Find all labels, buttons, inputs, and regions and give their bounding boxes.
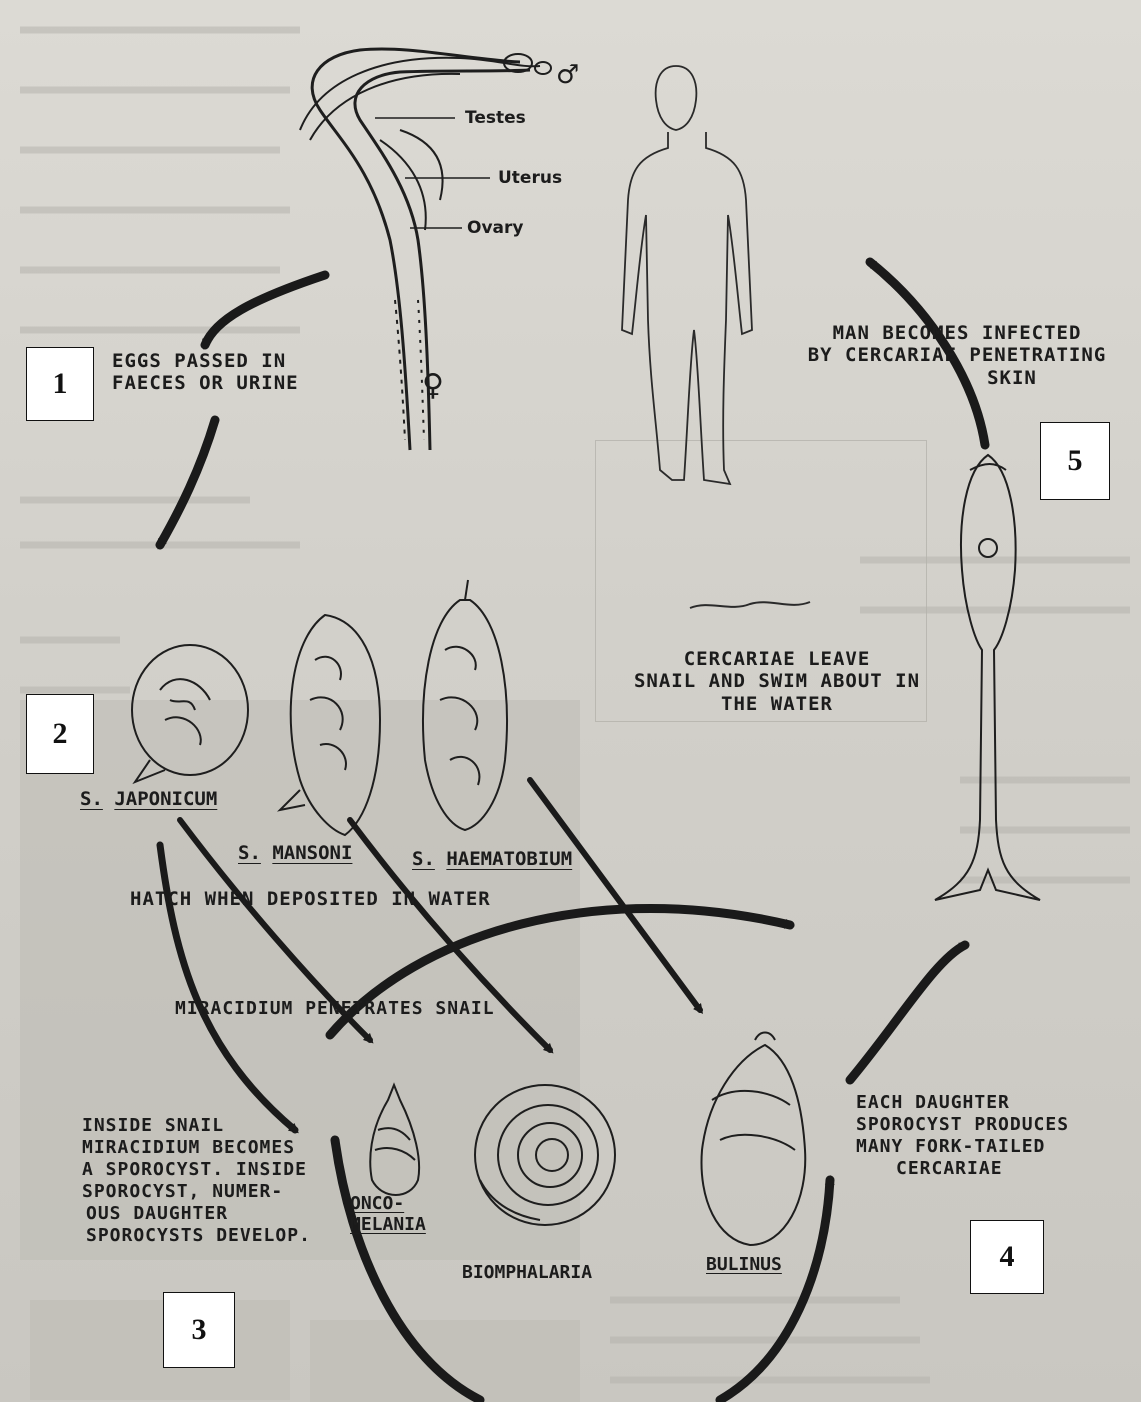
step-inside-snail: INSIDE SNAIL MIRACIDIUM BECOMES A SPOROC… (82, 1115, 311, 1247)
snail-oncomelania (370, 1085, 419, 1195)
human-figure (622, 66, 752, 484)
snail-bulinus (701, 1033, 805, 1246)
step-miracidium: MIRACIDIUM PENETRATES SNAIL (175, 998, 495, 1019)
step-cercariae-leave: CERCARIAE LEAVE SNAIL AND SWIM ABOUT IN … (612, 648, 942, 715)
number-box-1: 1 (26, 347, 94, 421)
number-box-5: 5 (1040, 422, 1110, 500)
species-japonicum: S. JAPONICUM (80, 788, 217, 810)
label-ovary: Ovary (467, 218, 523, 238)
snail-biomphalaria (475, 1085, 615, 1225)
species-haematobium: S. HAEMATOBIUM (412, 848, 572, 870)
number-box-3: 3 (163, 1292, 235, 1368)
arrow-worm-to-eggs (205, 275, 325, 345)
step-man-infected: MAN BECOMES INFECTED BY CERCARIAE PENETR… (792, 322, 1122, 389)
step-daughter-sporocyst: EACH DAUGHTER SPOROCYST PRODUCES MANY FO… (856, 1092, 1069, 1180)
label-uterus: Uterus (498, 168, 562, 188)
water-ripples (690, 602, 810, 608)
egg-japonicum (132, 645, 248, 782)
snail-name-oncomelania: ONCO- MELANIA (350, 1193, 426, 1235)
arrow-bottom-right-curve (720, 1180, 830, 1400)
female-symbol: ♀ (422, 368, 444, 403)
species-mansoni: S. MANSONI (238, 842, 352, 864)
arrow-bulinus-cercaria (850, 945, 965, 1080)
male-symbol: ♂ (556, 60, 579, 90)
snail-name-bulinus: BULINUS (706, 1254, 782, 1275)
arrow-eggs-down (160, 420, 215, 545)
arrow-bottom-left-curve (335, 1140, 480, 1400)
arrow-haematobium-bulinus (530, 780, 700, 1010)
egg-mansoni (280, 615, 380, 835)
egg-haematobium (423, 580, 507, 830)
number-box-4: 4 (970, 1220, 1044, 1294)
number-box-2: 2 (26, 694, 94, 774)
step-eggs-passed: EGGS PASSED IN FAECES OR URINE (112, 350, 299, 395)
snail-name-biomphalaria: BIOMPHALARIA (462, 1262, 592, 1283)
step-hatch: HATCH WHEN DEPOSITED IN WATER (130, 888, 491, 910)
label-testes: Testes (465, 108, 526, 128)
